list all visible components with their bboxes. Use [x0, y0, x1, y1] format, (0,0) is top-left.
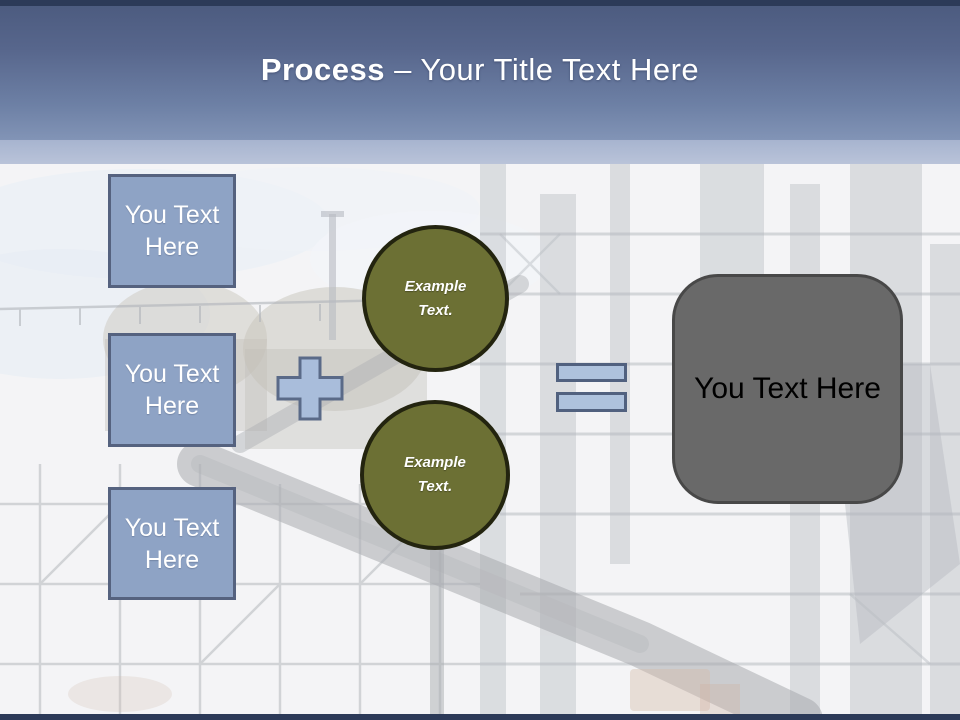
title-separator: – — [384, 52, 421, 87]
title-rest: Your Title Text Here — [420, 52, 700, 87]
title-band — [0, 0, 960, 140]
equals-bottom-bar — [556, 392, 627, 412]
example-circle-2[interactable]: Example Text. — [360, 400, 510, 550]
step-label-3: You Text Here — [124, 513, 220, 574]
title-emphasis: Process — [260, 52, 385, 87]
step-box-3[interactable]: You Text Here — [108, 487, 236, 600]
example-circle-1[interactable]: Example Text. — [362, 225, 509, 372]
slide-title: Process – Your Title Text Here — [0, 52, 960, 88]
plus-icon — [276, 356, 344, 426]
equals-icon — [556, 363, 627, 412]
top-accent-bar — [0, 0, 960, 6]
step-label-2: You Text Here — [124, 360, 220, 420]
example-label-2: Example Text. — [404, 454, 466, 495]
step-box-1[interactable]: You Text Here — [108, 174, 236, 288]
result-box[interactable]: You Text Here — [672, 274, 903, 504]
equals-top-bar — [556, 363, 627, 382]
step-box-2[interactable]: You Text Here — [108, 333, 236, 447]
bottom-accent-bar — [0, 714, 960, 720]
result-label: You Text Here — [694, 372, 881, 405]
title-band-lower-strip — [0, 140, 960, 164]
example-label-1: Example Text. — [404, 277, 467, 319]
step-label-1: You Text Here — [124, 201, 220, 261]
